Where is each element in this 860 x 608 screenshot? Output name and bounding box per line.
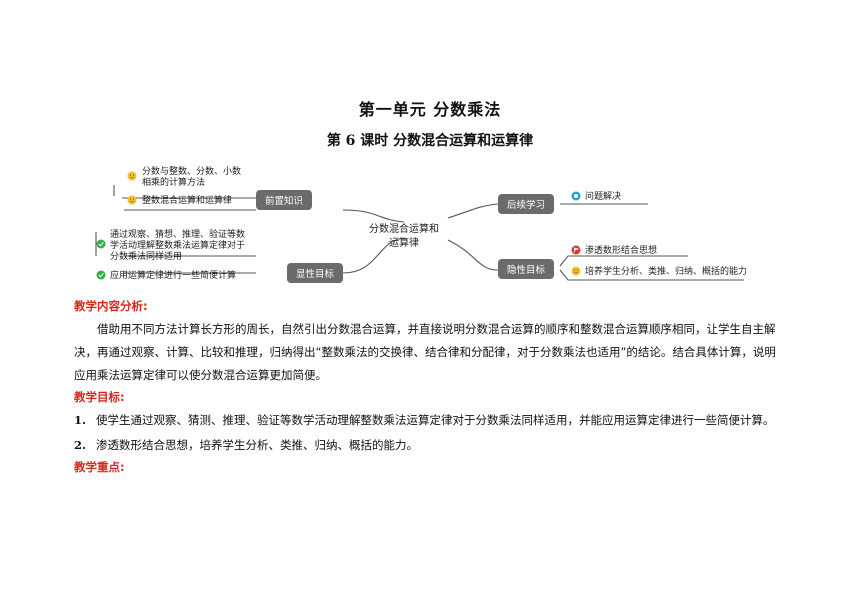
- section-heading-analysis: 教学内容分析:: [74, 299, 148, 313]
- mindmap-item-text: 渗透数形结合思想: [585, 244, 657, 256]
- goal-item: 1. 使学生通过观察、猜测、推理、验证等数学活动理解整数乘法运算定律对于分数乘法…: [74, 409, 784, 432]
- branch-implicit-goal: 隐性目标: [498, 259, 554, 279]
- goal-number: 1.: [74, 413, 87, 427]
- branch-label: 后续学习: [507, 199, 545, 211]
- branch-label: 显性目标: [296, 268, 335, 280]
- center-topic-line-1: 分数混合运算和: [369, 222, 439, 235]
- center-topic-line-2: 运算律: [389, 236, 419, 249]
- smile-icon: [127, 171, 137, 181]
- branch-box: [256, 190, 312, 210]
- mind-map-connectors: [95, 185, 744, 281]
- check-icon: [96, 270, 106, 280]
- goal-text: 渗透数形结合思想，培养学生分析、类推、归纳、概括的能力。: [96, 438, 418, 452]
- flag-icon: [571, 245, 581, 255]
- content-body: 教学内容分析: 借助用不同方法计算长方形的周长，自然引出分数混合运算，并直接说明…: [74, 298, 784, 475]
- branch-box: [498, 194, 554, 214]
- page-title: 第一单元 分数乘法: [358, 100, 502, 119]
- mind-map: 前置知识 显性目标 后续学习 隐性目标 分数混合运算和 运算律 分数与整数、分数…: [95, 165, 747, 283]
- branch-follow-up: 后续学习: [498, 194, 554, 214]
- mindmap-item-text: 应用运算定律进行一些简便计算: [110, 269, 236, 281]
- goal-number: 2.: [74, 438, 87, 452]
- smile-icon: [571, 266, 581, 276]
- mindmap-item-text: 分数乘法同样适用: [110, 250, 182, 262]
- check-icon: [96, 239, 106, 249]
- mindmap-item-text: 培养学生分析、类推、归纳、概括的能力: [585, 265, 747, 277]
- branch-box: [498, 259, 554, 279]
- branch-prerequisite: 前置知识: [256, 190, 312, 210]
- lesson-subtitle: 第 6 课时 分数混合运算和运算律: [326, 133, 534, 149]
- smile-icon: [127, 195, 137, 205]
- analysis-paragraph: 借助用不同方法计算长方形的周长，自然引出分数混合运算，并直接说明分数混合运算的顺…: [74, 322, 776, 382]
- mindmap-item-text: 问题解决: [585, 190, 621, 202]
- mindmap-item-text: 学活动理解整数乘法运算定律对于: [110, 239, 245, 251]
- goal-item: 2. 渗透数形结合思想，培养学生分析、类推、归纳、概括的能力。: [74, 434, 784, 457]
- section-heading-focus: 教学重点:: [74, 460, 125, 474]
- target-icon: [571, 191, 581, 201]
- branch-label: 隐性目标: [507, 264, 546, 276]
- branch-explicit-goal: 显性目标: [287, 263, 343, 283]
- mindmap-item-text: 整数混合运算和运算律: [142, 194, 232, 206]
- branch-label: 前置知识: [265, 195, 303, 207]
- mindmap-item-text: 通过观察、猜想、推理、验证等数: [110, 228, 245, 240]
- mindmap-item-text: 分数与整数、分数、小数: [142, 165, 241, 177]
- mindmap-item-text: 相乘的计算方法: [142, 176, 205, 188]
- goal-text: 使学生通过观察、猜测、推理、验证等数学活动理解整数乘法运算定律对于分数乘法同样适…: [96, 413, 775, 427]
- branch-box: [287, 263, 343, 283]
- section-heading-goals: 教学目标:: [74, 390, 125, 404]
